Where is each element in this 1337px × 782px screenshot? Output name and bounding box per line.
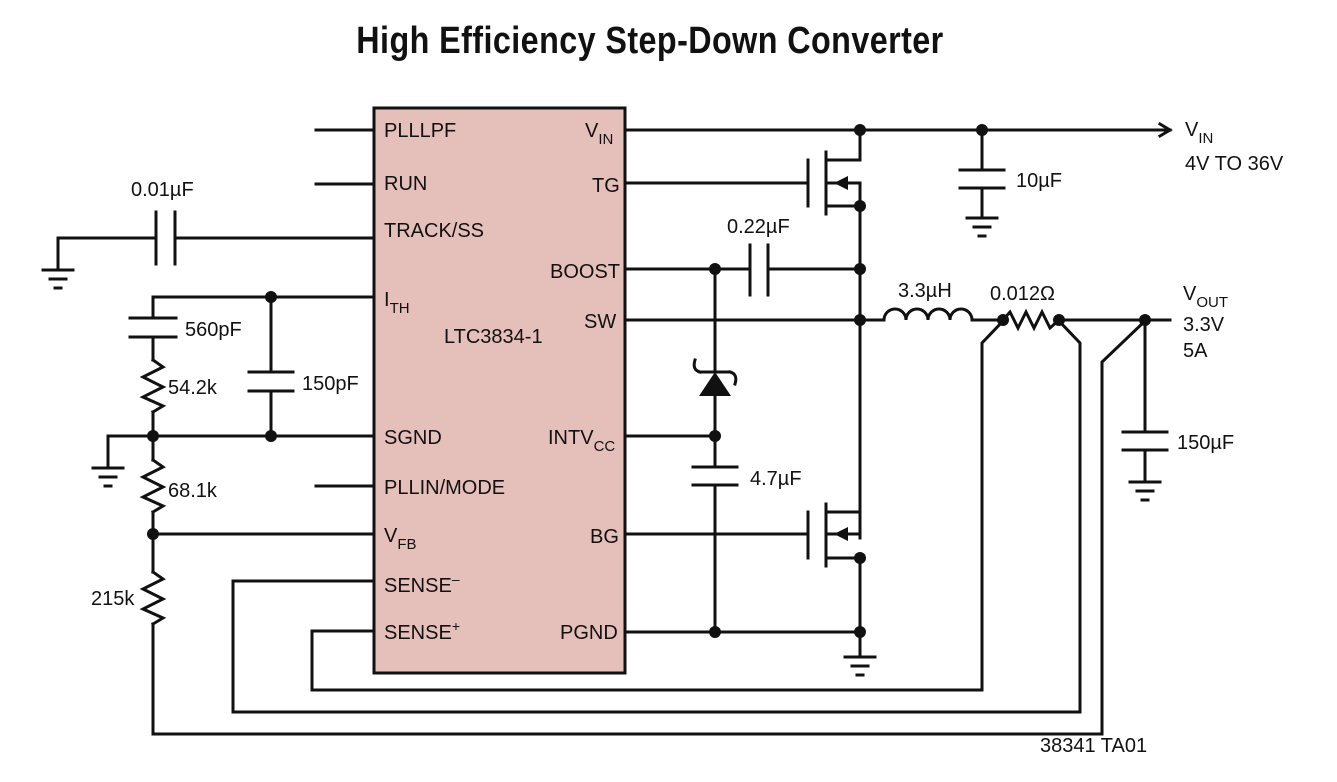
label-c-intvcc: 4.7µF (750, 468, 802, 490)
label-c-boost: 0.22µF (727, 216, 790, 238)
ground-symbol (41, 268, 75, 290)
label-r-sense: 0.012Ω (990, 283, 1055, 305)
junction-dot (709, 263, 721, 275)
left-wires (56, 128, 1148, 736)
junction-dot (997, 314, 1009, 326)
junction-dot (854, 626, 866, 638)
pin-ith: ITH (384, 289, 410, 317)
label-c-560: 560pF (185, 319, 242, 341)
pin-tg: TG (592, 175, 620, 197)
schottky-diode-icon (692, 358, 738, 396)
junction-dot (854, 200, 866, 212)
right-wires (623, 121, 1173, 657)
ground-symbol (965, 216, 999, 238)
label-vin: VIN (1185, 119, 1213, 147)
junction-dot (854, 263, 866, 275)
pin-vfb: VFB (384, 525, 417, 553)
junction-dot (709, 626, 721, 638)
label-vout: VOUT (1183, 283, 1228, 311)
label-c-in: 10µF (1016, 170, 1062, 192)
junction-dot (709, 430, 721, 442)
pin-vin: VIN (585, 120, 613, 148)
label-vout-voltage: 3.3V (1183, 314, 1225, 336)
pin-sense-plus: SENSE+ (384, 618, 460, 644)
junction-dot (147, 430, 159, 442)
junction-dot (265, 430, 277, 442)
junction-dot (854, 314, 866, 326)
label-r-215: 215k (91, 588, 135, 610)
pin-track-ss: TRACK/SS (384, 220, 484, 242)
label-c-150p: 150pF (302, 373, 359, 395)
junction-dot (854, 552, 866, 564)
label-c-track: 0.01µF (131, 179, 194, 201)
label-c-out: 150µF (1177, 432, 1234, 454)
ground-symbol (843, 655, 877, 677)
fet-arrow-icon (834, 527, 848, 541)
label-vin-range: 4V TO 36V (1185, 153, 1284, 175)
pin-sgnd: SGND (384, 427, 442, 449)
pin-pllin-mode: PLLIN/MODE (384, 477, 505, 499)
fet-arrow-icon (834, 176, 848, 190)
junction-dot (147, 528, 159, 540)
pin-intvcc: INTVCC (548, 427, 615, 455)
pin-pgnd: PGND (560, 622, 618, 644)
pin-plllpf: PLLLPF (384, 120, 456, 142)
label-inductor: 3.3µH (898, 280, 952, 302)
junction-dot (854, 124, 866, 136)
pin-boost: BOOST (550, 261, 620, 283)
pin-bg: BG (590, 526, 619, 548)
page-title: High Efficiency Step-Down Converter (356, 20, 944, 62)
junction-dot (265, 291, 277, 303)
ic-body (372, 106, 627, 675)
figure-id: 38341 TA01 (1040, 735, 1147, 757)
pin-run: RUN (384, 173, 427, 195)
pin-sense-minus: SENSE– (384, 571, 460, 597)
label-vout-current: 5A (1183, 340, 1208, 362)
ground-symbol (1128, 480, 1162, 502)
label-r-68: 68.1k (168, 480, 218, 502)
junction-dot (1053, 314, 1065, 326)
ground-symbol (91, 466, 125, 488)
ic-name: LTC3834-1 (444, 326, 543, 348)
junction-dot (976, 124, 988, 136)
label-r-54: 54.2k (168, 377, 218, 399)
pin-sw: SW (584, 311, 616, 333)
junction-dot (1139, 314, 1151, 326)
